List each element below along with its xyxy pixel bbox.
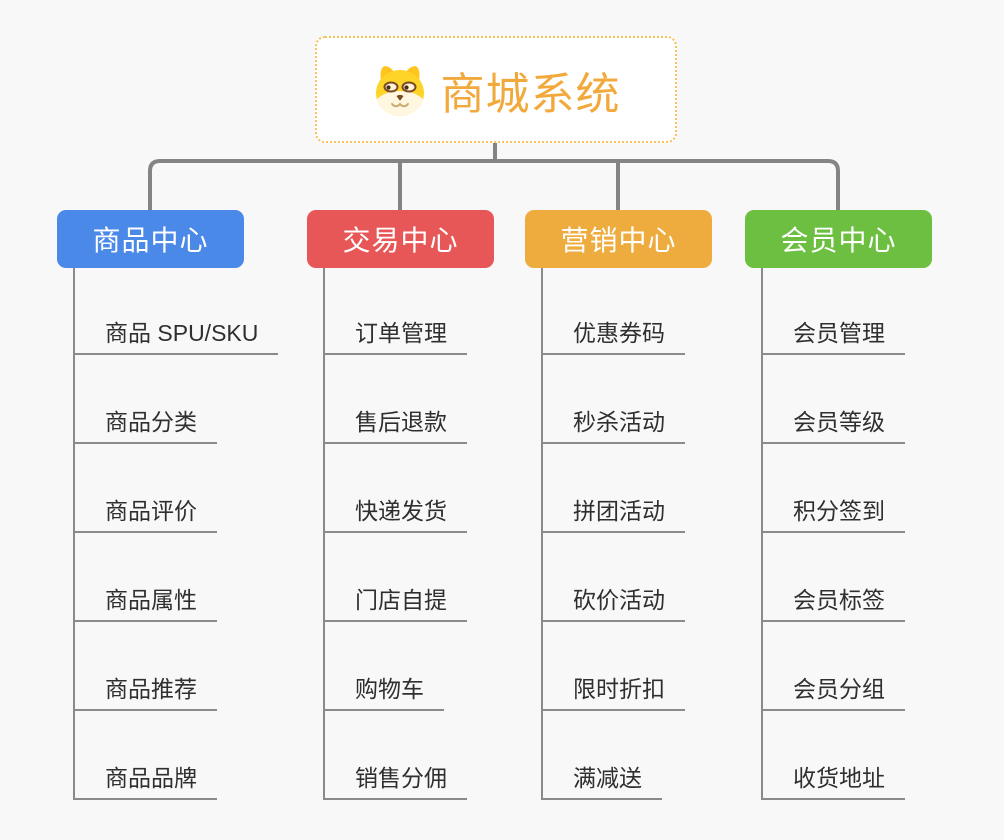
leaf-node[interactable]: 商品 SPU/SKU bbox=[75, 320, 279, 355]
branch-node-trade-center[interactable]: 交易中心 bbox=[307, 210, 494, 268]
dog-icon bbox=[372, 63, 428, 117]
trunk-line bbox=[148, 159, 840, 212]
leaf-node[interactable]: 商品分类 bbox=[75, 409, 217, 444]
branch-node-member-center[interactable]: 会员中心 bbox=[745, 210, 932, 268]
leaf-node[interactable]: 售后退款 bbox=[325, 409, 467, 444]
leaf-node[interactable]: 限时折扣 bbox=[543, 676, 685, 711]
branch-children-member-center: 会员管理 会员等级 积分签到 会员标签 会员分组 收货地址 bbox=[761, 268, 905, 800]
leaf-node[interactable]: 商品推荐 bbox=[75, 676, 217, 711]
leaf-node[interactable]: 满减送 bbox=[543, 765, 662, 800]
leaf-node[interactable]: 会员标签 bbox=[763, 587, 905, 622]
root-title: 商城系统 bbox=[440, 69, 621, 119]
leaf-node[interactable]: 积分签到 bbox=[763, 498, 905, 533]
leaf-node[interactable]: 商品品牌 bbox=[75, 765, 217, 800]
leaf-node[interactable]: 门店自提 bbox=[325, 587, 467, 622]
leaf-node[interactable]: 会员等级 bbox=[763, 409, 905, 444]
branch-children-trade-center: 订单管理 售后退款 快递发货 门店自提 购物车 销售分佣 bbox=[323, 268, 467, 800]
branch-children-product-center: 商品 SPU/SKU 商品分类 商品评价 商品属性 商品推荐 商品品牌 bbox=[73, 268, 279, 800]
leaf-node[interactable]: 订单管理 bbox=[325, 320, 467, 355]
leaf-node[interactable]: 优惠券码 bbox=[543, 320, 685, 355]
leaf-node[interactable]: 商品属性 bbox=[75, 587, 217, 622]
leaf-node[interactable]: 收货地址 bbox=[763, 765, 905, 800]
root-node-mall-system[interactable]: 商城系统 bbox=[315, 36, 677, 143]
leaf-node[interactable]: 销售分佣 bbox=[325, 765, 467, 800]
leaf-node[interactable]: 拼团活动 bbox=[543, 498, 685, 533]
branch-node-product-center[interactable]: 商品中心 bbox=[57, 210, 244, 268]
leaf-node[interactable]: 砍价活动 bbox=[543, 587, 685, 622]
leaf-node[interactable]: 购物车 bbox=[325, 676, 444, 711]
leaf-node[interactable]: 秒杀活动 bbox=[543, 409, 685, 444]
leaf-node[interactable]: 会员分组 bbox=[763, 676, 905, 711]
branch-children-marketing-center: 优惠券码 秒杀活动 拼团活动 砍价活动 限时折扣 满减送 bbox=[541, 268, 685, 800]
leaf-node[interactable]: 商品评价 bbox=[75, 498, 217, 533]
branch-node-marketing-center[interactable]: 营销中心 bbox=[525, 210, 712, 268]
leaf-node[interactable]: 会员管理 bbox=[763, 320, 905, 355]
leaf-node[interactable]: 快递发货 bbox=[325, 498, 467, 533]
